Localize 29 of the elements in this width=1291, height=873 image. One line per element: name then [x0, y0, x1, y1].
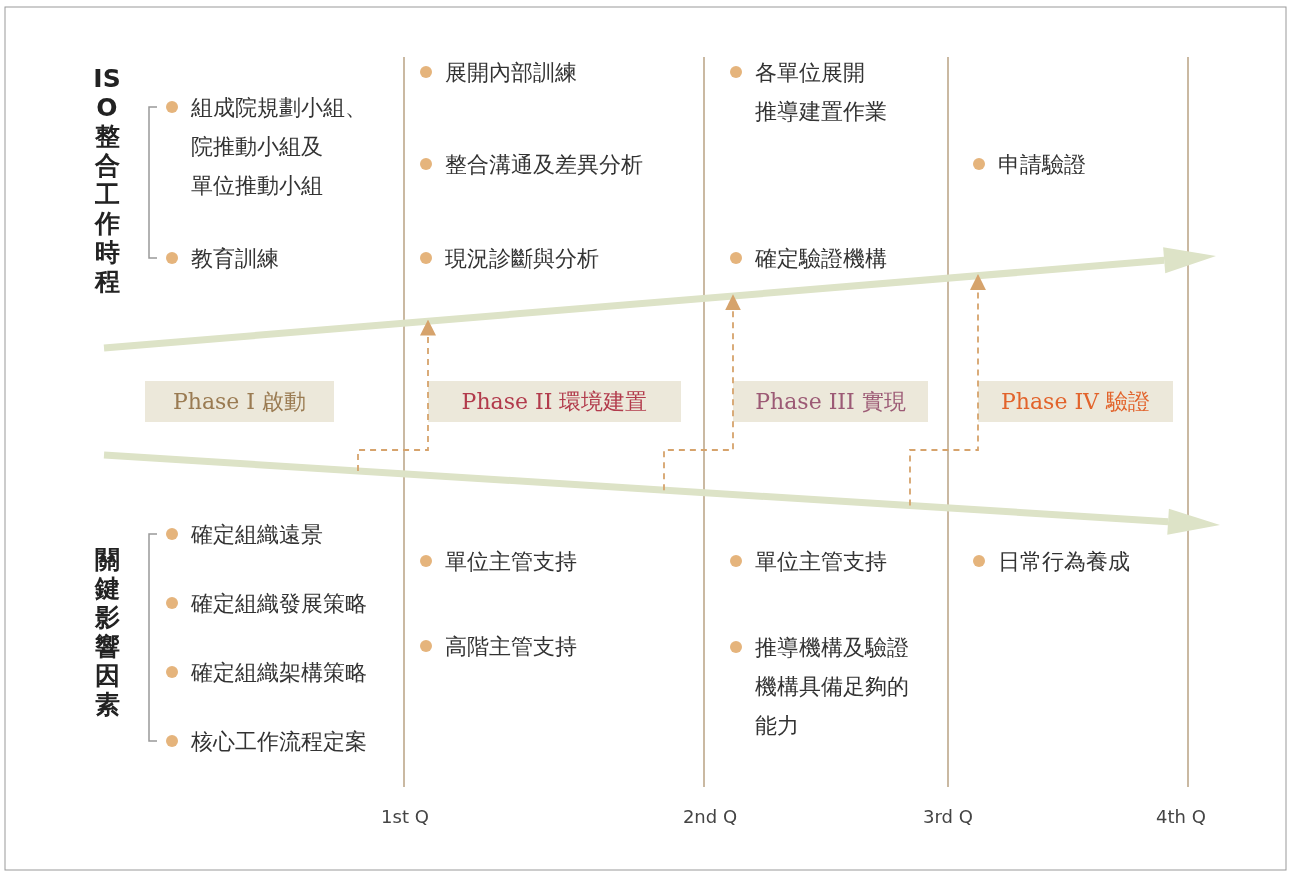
list-item: 現況診斷與分析 — [445, 244, 599, 273]
list-item: 申請驗證 — [998, 150, 1086, 179]
list-item: 確定組織架構策略 — [191, 658, 367, 687]
phase-label: Phase I 啟動 — [145, 381, 334, 422]
list-item: 組成院規劃小組、院推動小組及單位推動小組 — [191, 93, 367, 200]
dashed-arrow — [357, 319, 436, 472]
axis-label: 1st Q — [381, 806, 429, 827]
list-item: 各單位展開推導建置作業 — [755, 58, 887, 126]
list-item: 推導機構及驗證機構具備足夠的能力 — [755, 633, 909, 740]
list-item: 高階主管支持 — [445, 632, 577, 661]
section-heading: ISO 整合工作時程 — [92, 64, 122, 296]
list-item: 核心工作流程定案 — [191, 727, 367, 756]
axis-label: 2nd Q — [682, 806, 738, 827]
list-item: 確定組織遠景 — [191, 520, 323, 549]
list-item: 單位主管支持 — [445, 547, 577, 576]
phase-label: Phase IV 驗證 — [978, 381, 1173, 422]
phase-label: Phase III 實現 — [733, 381, 928, 422]
list-item: 日常行為養成 — [998, 547, 1130, 576]
axis-label: 3rd Q — [923, 806, 973, 827]
list-item: 確定組織發展策略 — [191, 589, 367, 618]
list-item: 單位主管支持 — [755, 547, 887, 576]
list-item: 確定驗證機構 — [755, 244, 887, 273]
phase-label: Phase II 環境建置 — [428, 381, 681, 422]
list-item: 展開內部訓練 — [445, 58, 577, 87]
list-item: 教育訓練 — [191, 244, 279, 273]
section-heading: 關鍵影響因素 — [93, 545, 121, 719]
list-item: 整合溝通及差異分析 — [445, 150, 643, 179]
axis-label: 4th Q — [1156, 806, 1206, 827]
dashed-arrow — [909, 274, 986, 507]
